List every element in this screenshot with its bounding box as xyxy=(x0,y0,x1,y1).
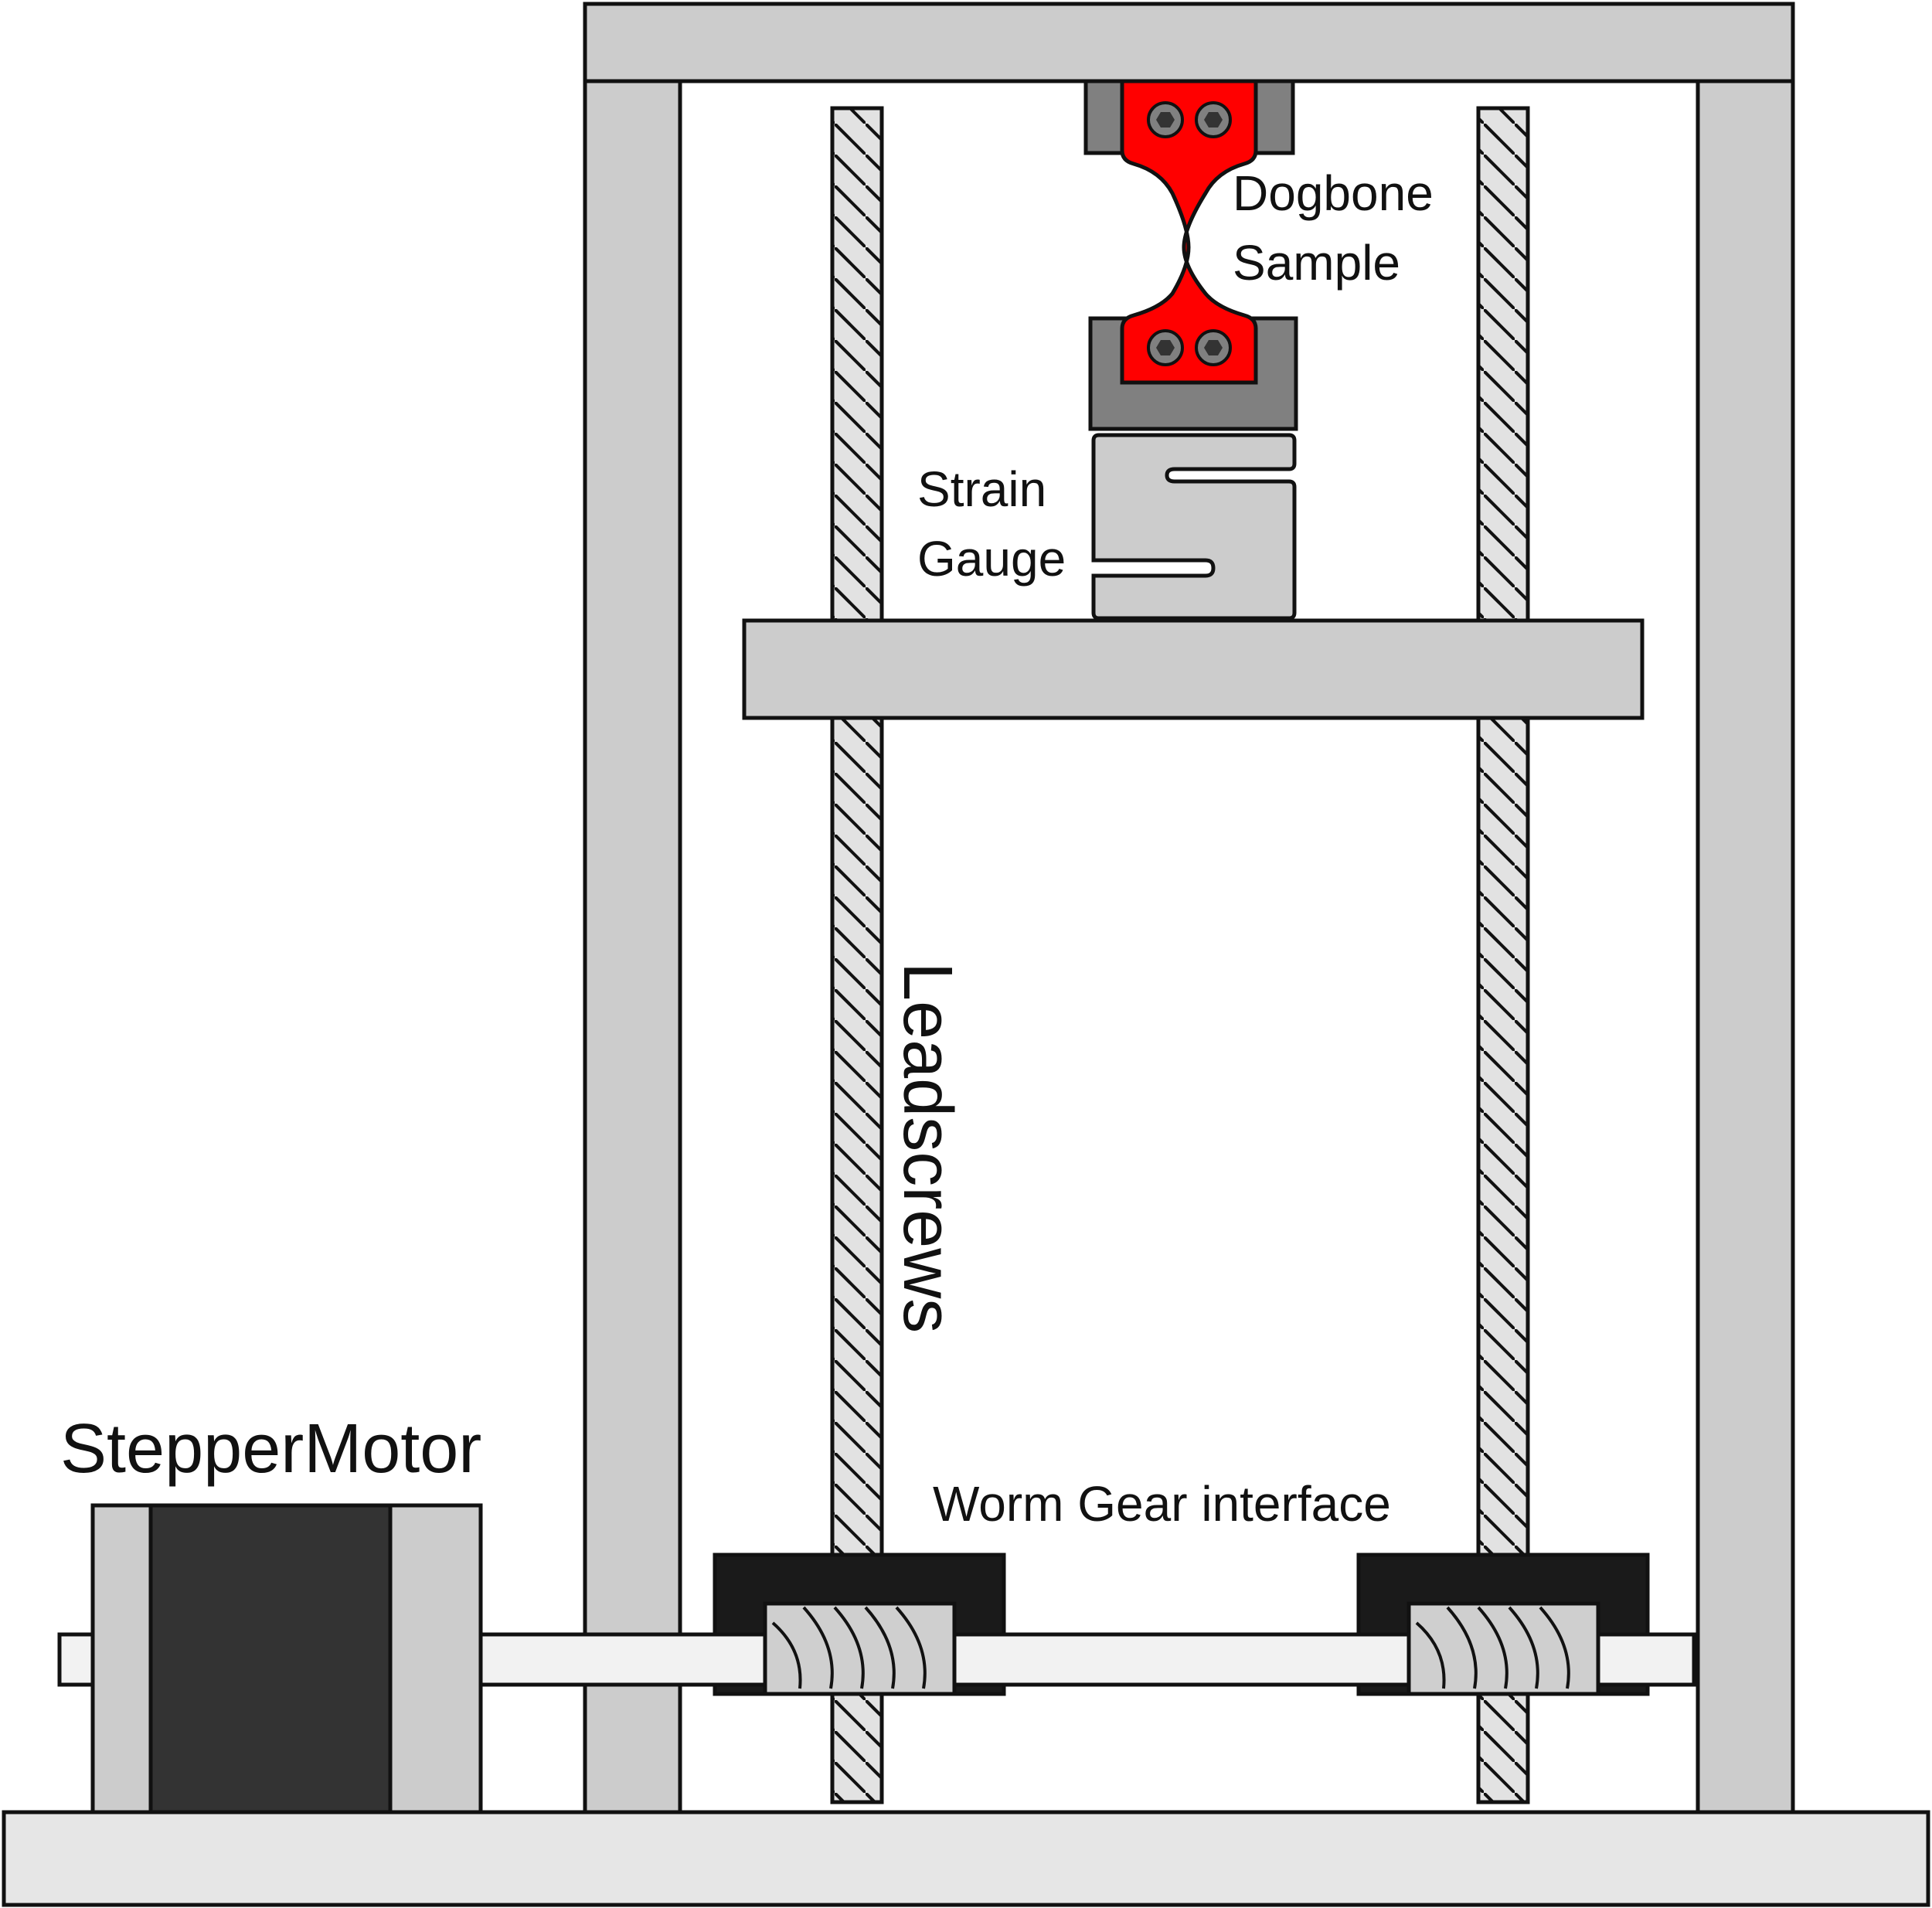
leadscrew-right xyxy=(1476,106,1530,1804)
worm-gear-right xyxy=(1406,1601,1600,1696)
stepper-motor-label: StepperMotor xyxy=(60,1410,481,1488)
worm-gear-left xyxy=(763,1601,957,1696)
frame-right-post xyxy=(1696,79,1795,1814)
strain-gauge-label-line1: Strain xyxy=(917,461,1046,517)
crosshead xyxy=(742,618,1645,720)
bolt-icon xyxy=(1147,101,1184,138)
leadscrew-left xyxy=(830,106,884,1804)
frame-left-post xyxy=(583,79,682,1814)
leadscrews-label: Leadscrews xyxy=(889,962,966,1333)
load-cell-body xyxy=(1091,433,1297,621)
base-plate xyxy=(2,1810,1930,1907)
stepper-motor xyxy=(90,1503,483,1814)
bolt-icon xyxy=(1147,329,1184,366)
strain-gauge-label-line2: Gauge xyxy=(917,531,1066,587)
strain-gauge xyxy=(1091,433,1297,621)
frame-top-beam xyxy=(583,2,1795,83)
motor-end-cap-right xyxy=(388,1503,483,1814)
motor-body xyxy=(148,1503,393,1814)
worm-gear-label: Worm Gear interface xyxy=(933,1476,1391,1532)
dogbone-label-line2: Sample xyxy=(1233,235,1400,291)
motor-end-cap-left xyxy=(90,1503,153,1814)
bolts xyxy=(1147,101,1232,366)
dogbone-sample xyxy=(1120,79,1258,385)
dogbone-label-line1: Dogbone xyxy=(1233,165,1434,221)
leadscrews xyxy=(830,106,1530,1804)
bolt-icon xyxy=(1195,329,1232,366)
bolt-icon xyxy=(1195,101,1232,138)
frame xyxy=(583,2,1795,1814)
